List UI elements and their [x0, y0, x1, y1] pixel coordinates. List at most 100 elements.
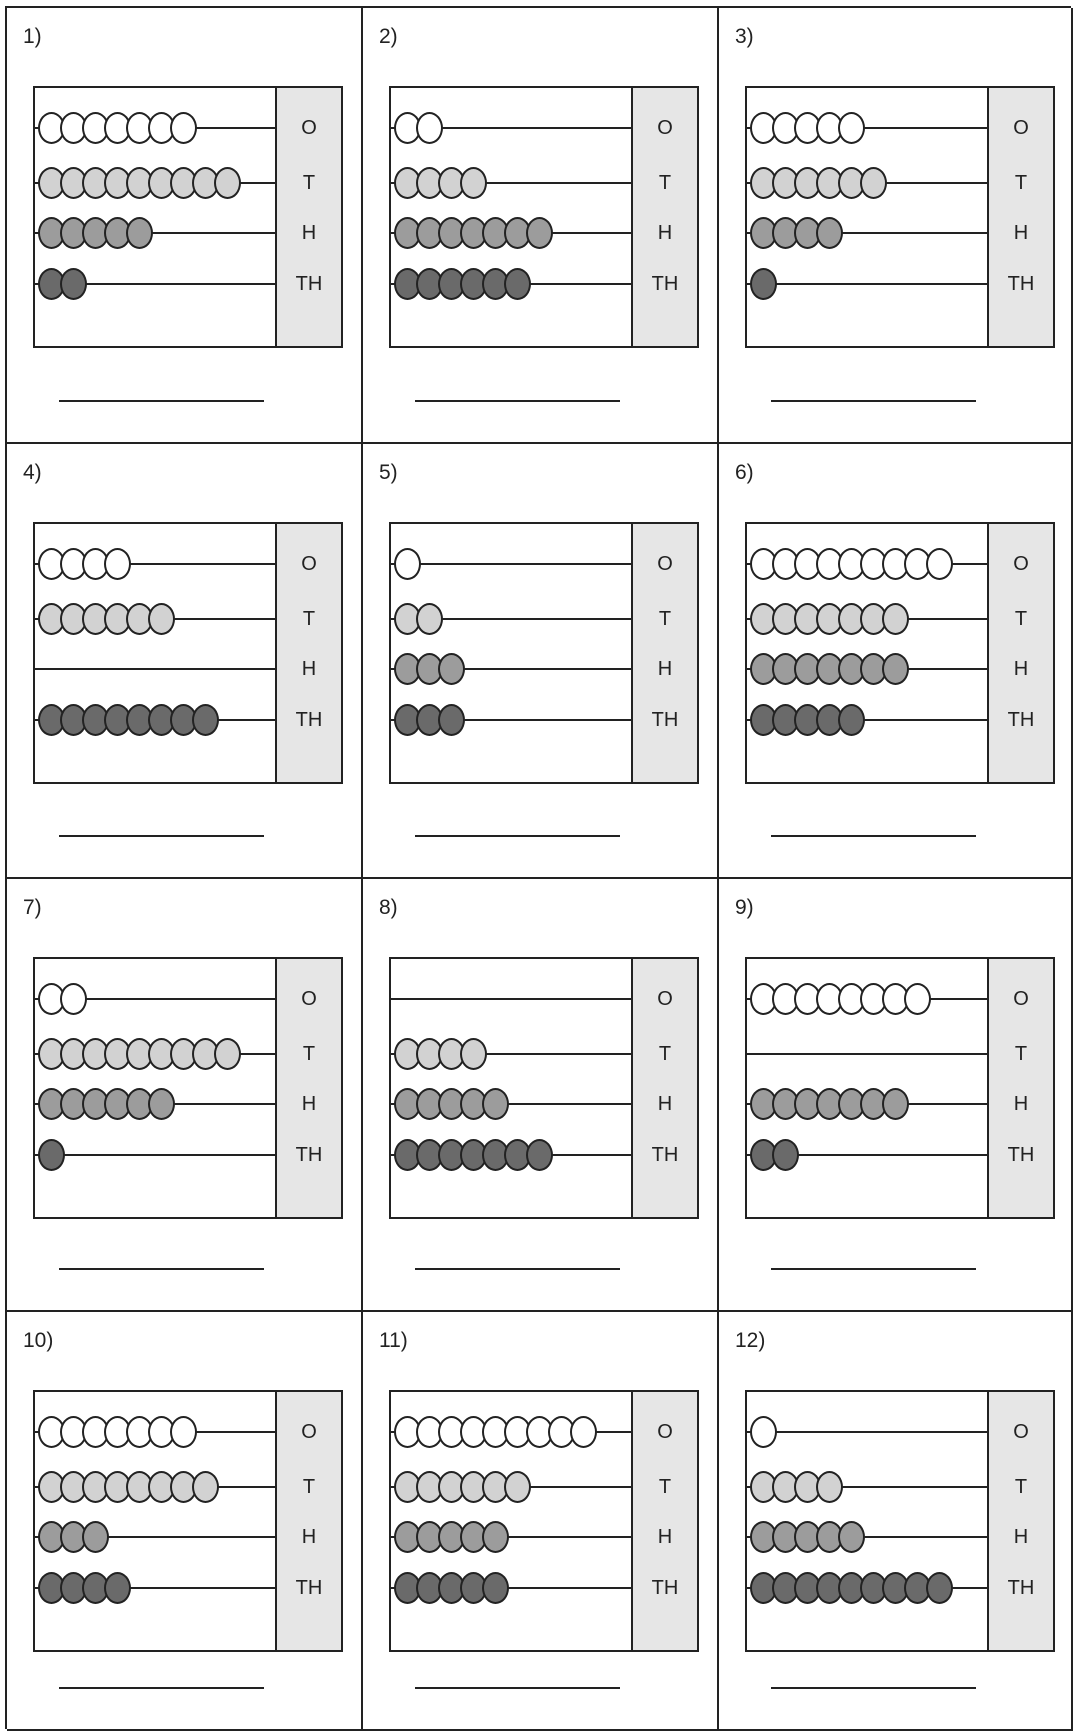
place-label-t: T: [633, 1477, 697, 1497]
abacus: OTHTH: [745, 522, 1055, 784]
place-label-th: TH: [633, 1578, 697, 1598]
place-label-th: TH: [277, 274, 341, 294]
bead-th: [504, 268, 531, 300]
answer-line[interactable]: [59, 835, 264, 837]
place-label-th: TH: [633, 274, 697, 294]
place-label-h: H: [277, 1527, 341, 1547]
problem-number: 1): [23, 26, 42, 47]
bead-h: [148, 1088, 175, 1120]
place-label-o: O: [633, 1422, 697, 1442]
place-label-th: TH: [277, 1145, 341, 1165]
answer-line[interactable]: [771, 1687, 976, 1689]
answer-line[interactable]: [415, 835, 620, 837]
bead-th: [526, 1139, 553, 1171]
bead-t: [882, 603, 909, 635]
bead-t: [460, 167, 487, 199]
bead-o: [170, 1416, 197, 1448]
place-label-h: H: [989, 1094, 1053, 1114]
answer-line[interactable]: [415, 1687, 620, 1689]
bead-h: [526, 217, 553, 249]
rod-t: [747, 1053, 987, 1055]
problem-cell: 4)OTHTH: [7, 444, 363, 879]
place-label-t: T: [277, 173, 341, 193]
place-label-h: H: [633, 659, 697, 679]
bead-o: [838, 112, 865, 144]
problem-number: 8): [379, 897, 398, 918]
bead-t: [416, 603, 443, 635]
answer-line[interactable]: [771, 1268, 976, 1270]
bead-t: [148, 603, 175, 635]
place-label-h: H: [277, 223, 341, 243]
place-label-t: T: [989, 1044, 1053, 1064]
place-label-h: H: [989, 223, 1053, 243]
bead-t: [192, 1471, 219, 1503]
bead-th: [926, 1572, 953, 1604]
problem-cell: 11)OTHTH: [363, 1312, 719, 1731]
place-label-h: H: [277, 1094, 341, 1114]
answer-line[interactable]: [59, 400, 264, 402]
place-label-o: O: [277, 1422, 341, 1442]
bead-h: [816, 217, 843, 249]
bead-h: [126, 217, 153, 249]
abacus: OTHTH: [33, 957, 343, 1219]
bead-o: [60, 983, 87, 1015]
place-label-o: O: [633, 554, 697, 574]
answer-line[interactable]: [415, 400, 620, 402]
answer-line[interactable]: [771, 400, 976, 402]
bead-th: [60, 268, 87, 300]
rod-th: [747, 283, 987, 285]
bead-th: [750, 268, 777, 300]
answer-line[interactable]: [771, 835, 976, 837]
place-label-th: TH: [989, 1578, 1053, 1598]
place-label-o: O: [989, 118, 1053, 138]
problem-number: 9): [735, 897, 754, 918]
place-value-labels: OTHTH: [987, 959, 1053, 1217]
place-label-t: T: [633, 173, 697, 193]
place-label-t: T: [277, 1477, 341, 1497]
abacus: OTHTH: [745, 957, 1055, 1219]
rod-h: [35, 668, 275, 670]
bead-th: [192, 704, 219, 736]
problem-cell: 5)OTHTH: [363, 444, 719, 879]
place-label-th: TH: [989, 1145, 1053, 1165]
bead-t: [504, 1471, 531, 1503]
place-label-o: O: [989, 1422, 1053, 1442]
problem-cell: 6)OTHTH: [719, 444, 1073, 879]
bead-h: [482, 1088, 509, 1120]
answer-line[interactable]: [415, 1268, 620, 1270]
answer-line[interactable]: [59, 1268, 264, 1270]
place-label-o: O: [277, 989, 341, 1009]
problem-number: 12): [735, 1330, 765, 1351]
place-label-t: T: [277, 609, 341, 629]
place-label-h: H: [633, 223, 697, 243]
place-label-th: TH: [989, 710, 1053, 730]
bead-t: [460, 1038, 487, 1070]
place-label-o: O: [633, 118, 697, 138]
abacus: OTHTH: [33, 86, 343, 348]
answer-line[interactable]: [59, 1687, 264, 1689]
bead-h: [438, 653, 465, 685]
abacus: OTHTH: [389, 1390, 699, 1652]
problem-number: 2): [379, 26, 398, 47]
place-label-h: H: [989, 1527, 1053, 1547]
bead-t: [860, 167, 887, 199]
problem-number: 5): [379, 462, 398, 483]
bead-h: [838, 1521, 865, 1553]
place-label-th: TH: [277, 1578, 341, 1598]
bead-t: [214, 167, 241, 199]
bead-o: [394, 548, 421, 580]
